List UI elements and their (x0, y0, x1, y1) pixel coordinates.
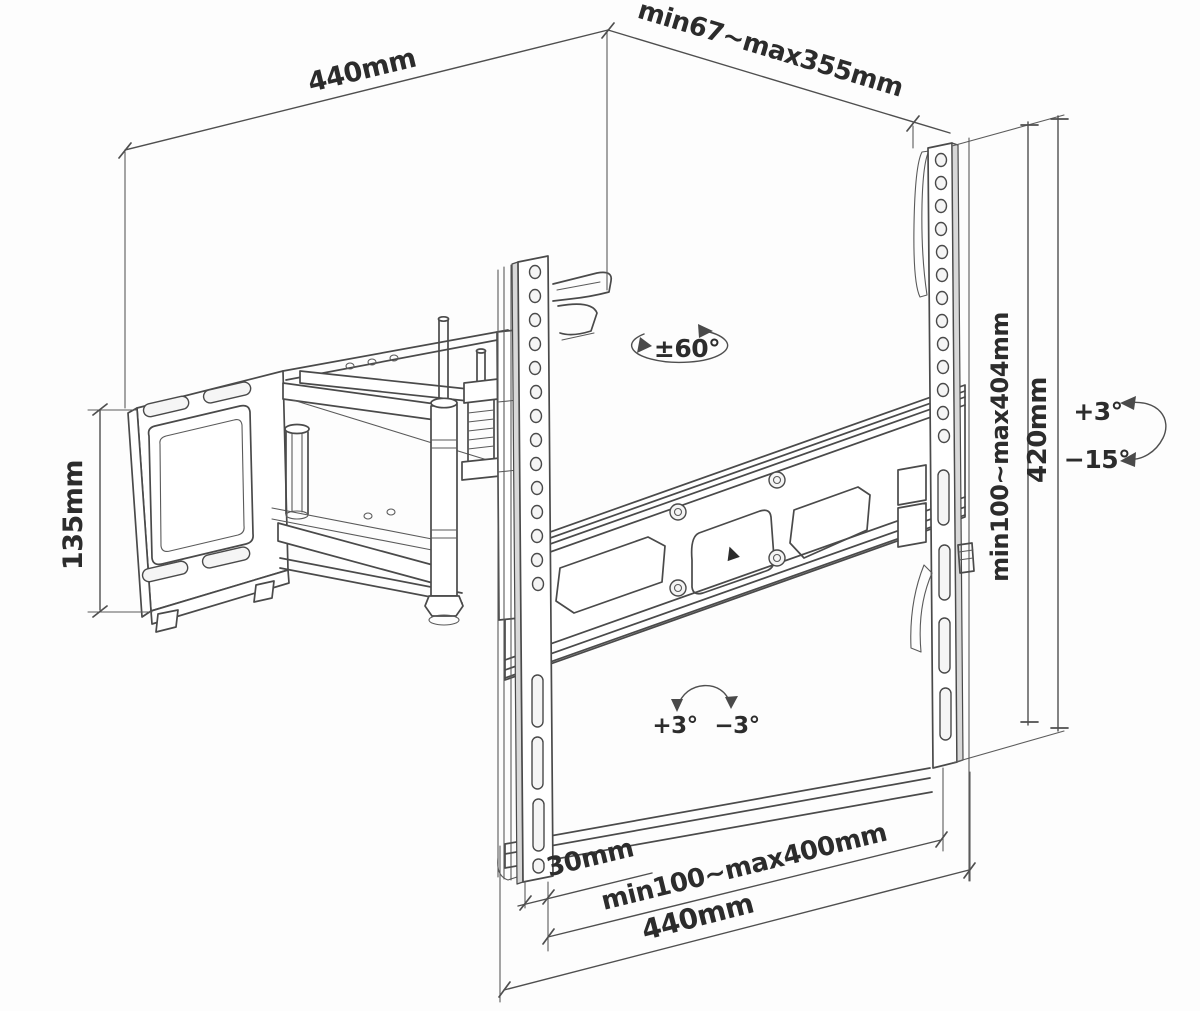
left-rail-holes (528, 264, 545, 592)
swivel-annotation (630, 324, 729, 364)
right-rail-clip (957, 542, 975, 574)
crossbar-cutout-left (555, 536, 666, 614)
hinge-pin-right (461, 348, 501, 481)
articulating-arm (271, 315, 509, 626)
tilt-annotation (1120, 396, 1167, 467)
right-rail-pull-tab (910, 564, 933, 653)
label-level-plus: +3° (652, 713, 697, 739)
label-bracket-height: 420mm (1023, 377, 1053, 483)
label-tilt-down: −15° (1064, 445, 1130, 474)
left-rail-slots (531, 674, 545, 874)
label-arm-extension: min67~max355mm (634, 0, 906, 103)
wall-plate-slots (141, 381, 252, 583)
label-vesa-vertical-range: min100~max404mm (986, 312, 1014, 582)
label-wall-plate-height: 135mm (58, 460, 89, 570)
crossbar-screws (669, 471, 786, 597)
rail-spacer-block (897, 464, 927, 506)
hinge-pin-left (284, 423, 310, 520)
left-rail-top-hook (552, 271, 613, 341)
right-rail-holes (934, 152, 951, 444)
label-tilt-up: +3° (1073, 397, 1122, 426)
pivot-column (424, 315, 464, 626)
tv-bracket-lower-bar (504, 767, 933, 869)
label-level-minus: −3° (714, 713, 759, 739)
wall-plate (127, 370, 290, 633)
rail-spacer-block (897, 502, 927, 548)
crossbar-cutout-right (789, 486, 871, 559)
left-vesa-rail (497, 255, 613, 885)
dimension-lines (87, 22, 1069, 1003)
label-rail-offset: 30mm (544, 833, 637, 883)
level-adjust-annotation (671, 684, 738, 712)
right-rail-slots (937, 469, 952, 741)
label-swivel-range: ±60° (654, 334, 720, 363)
tv-bracket-crossbar: ▲ (504, 384, 966, 681)
right-vesa-rail (910, 137, 975, 882)
